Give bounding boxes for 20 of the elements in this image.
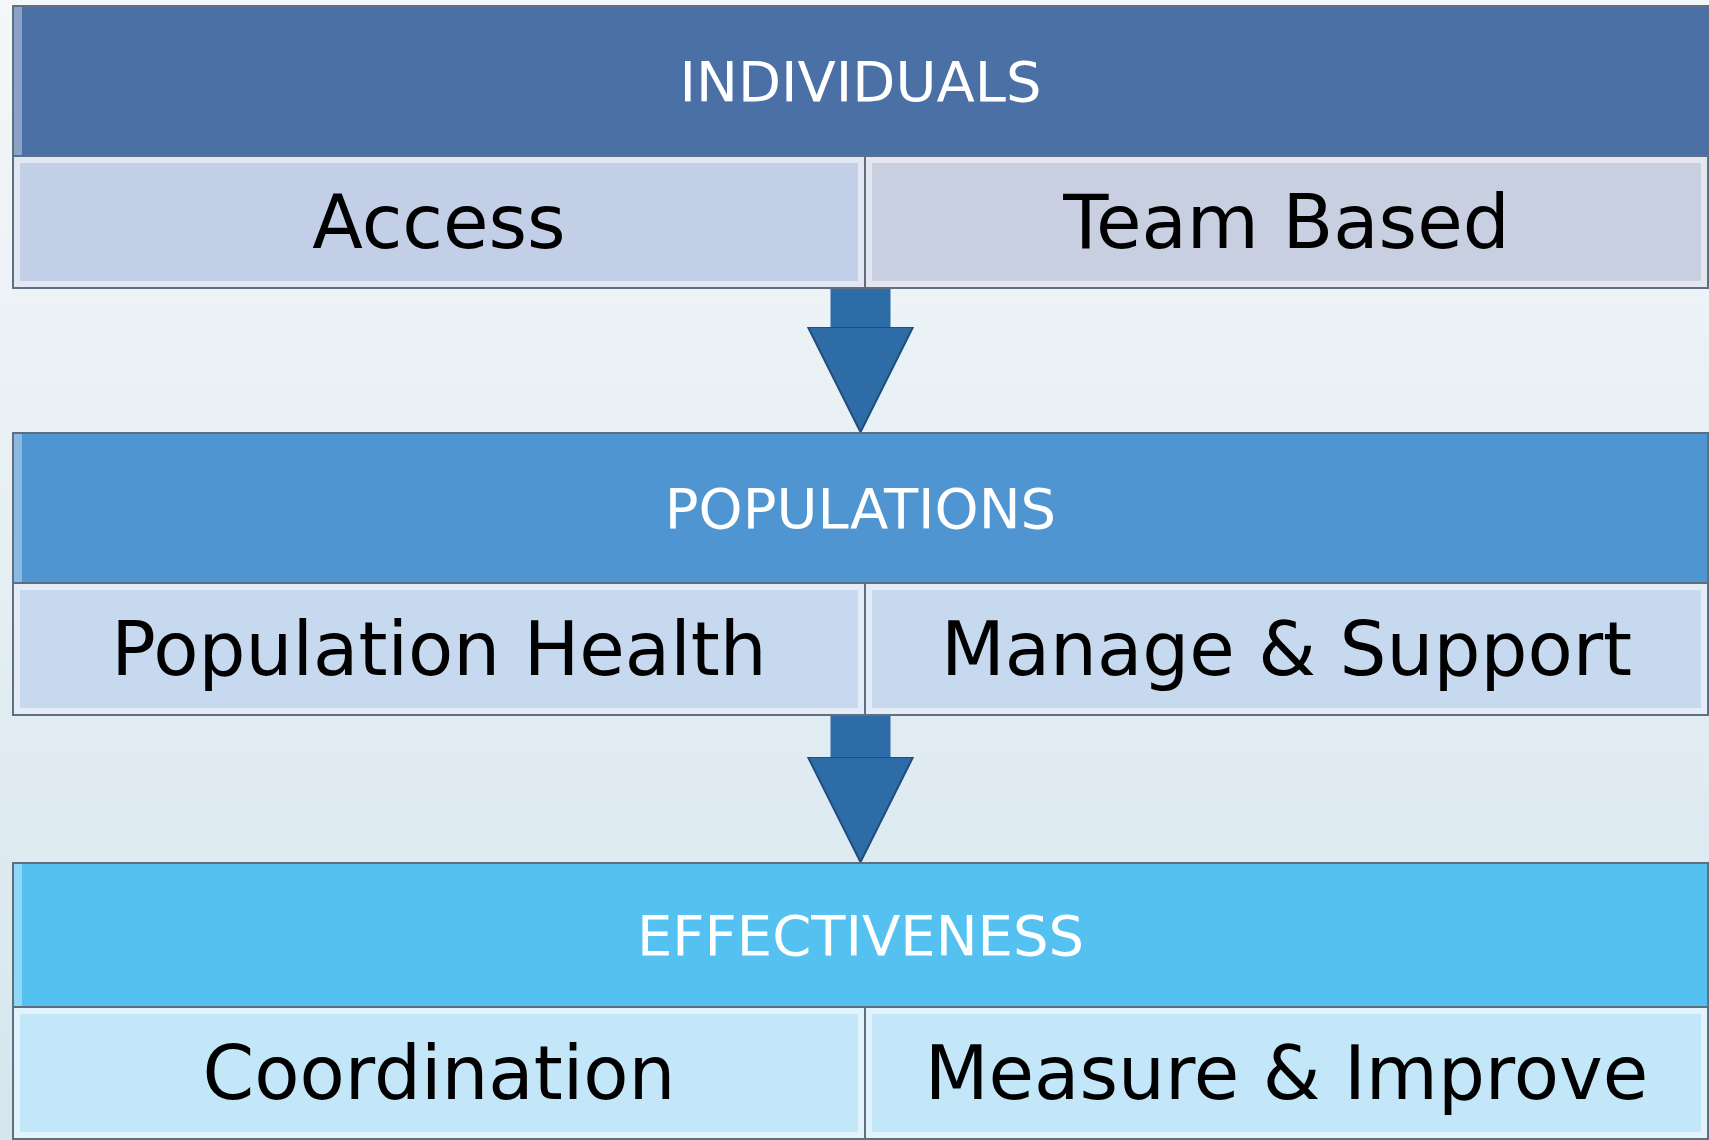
- label-box: [864, 582, 1709, 716]
- box-label: Manage & Support: [940, 606, 1633, 692]
- box-label: Team Based: [1063, 179, 1510, 265]
- box-label: Measure & Improve: [924, 1030, 1649, 1116]
- block-arrow: [806, 716, 915, 864]
- header-band: [12, 5, 1709, 157]
- header-band: [12, 862, 1709, 1008]
- box-label: Population Health: [111, 606, 767, 692]
- section-title: INDIVIDUALS: [679, 48, 1042, 114]
- label-box: [12, 582, 866, 716]
- header-band: [12, 432, 1709, 584]
- label-box: [864, 155, 1709, 289]
- section-title: EFFECTIVENESS: [636, 902, 1085, 968]
- label-box: [864, 1006, 1709, 1140]
- box-label: Coordination: [202, 1030, 676, 1116]
- section-title: POPULATIONS: [664, 475, 1057, 541]
- block-arrow: [806, 289, 915, 434]
- label-box: [12, 155, 866, 289]
- label-box: [12, 1006, 866, 1140]
- box-label: Access: [312, 179, 566, 265]
